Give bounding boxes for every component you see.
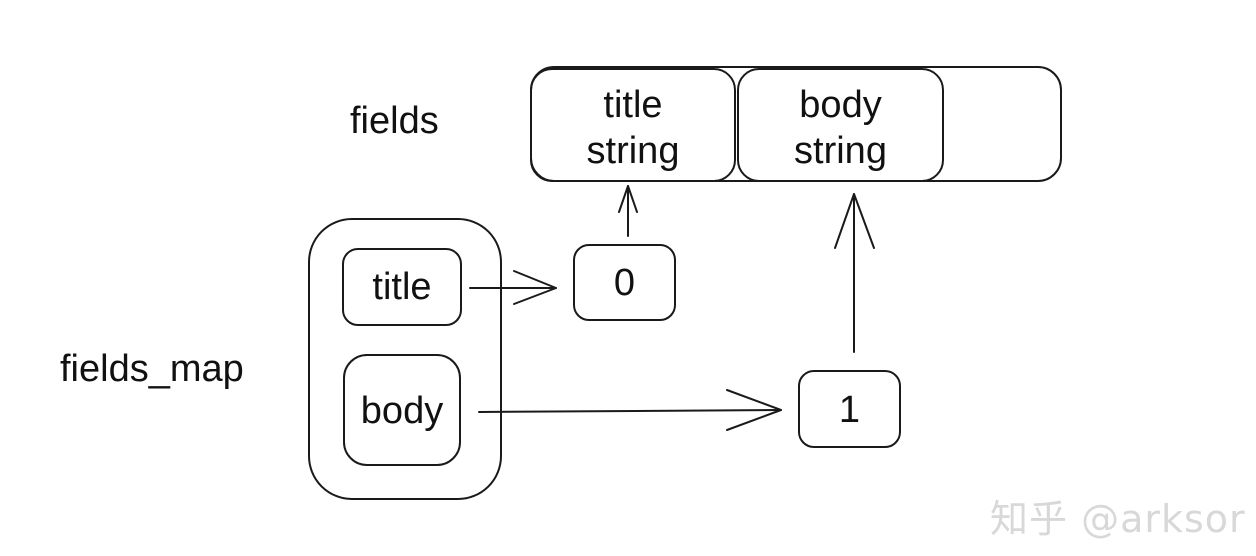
cell-title-type: string (586, 130, 680, 172)
map-key-title: title (342, 248, 462, 326)
cell-body-name: body (799, 84, 882, 126)
fields-label: fields (350, 100, 439, 142)
fields-cell-body: body string (737, 68, 944, 182)
cell-title-name: title (603, 84, 663, 126)
arrow-1-to-body-cell (834, 193, 875, 353)
fields-map-container (308, 218, 502, 500)
index-box-1: 1 (798, 370, 901, 448)
index-box-0: 0 (573, 244, 676, 321)
index-0-text: 0 (613, 262, 636, 304)
cell-body-type: string (794, 130, 887, 172)
map-key-body-text: body (360, 390, 444, 432)
arrow-0-to-title-cell (618, 185, 638, 237)
fields-cell-title: title string (530, 68, 736, 182)
watermark-text: 知乎 @arksor (990, 497, 1246, 541)
map-key-body: body (343, 354, 461, 466)
fields-map-label: fields_map (60, 348, 244, 390)
index-1-text: 1 (838, 389, 861, 431)
map-key-title-text: title (372, 266, 432, 308)
arrow-body-to-1 (478, 389, 782, 431)
